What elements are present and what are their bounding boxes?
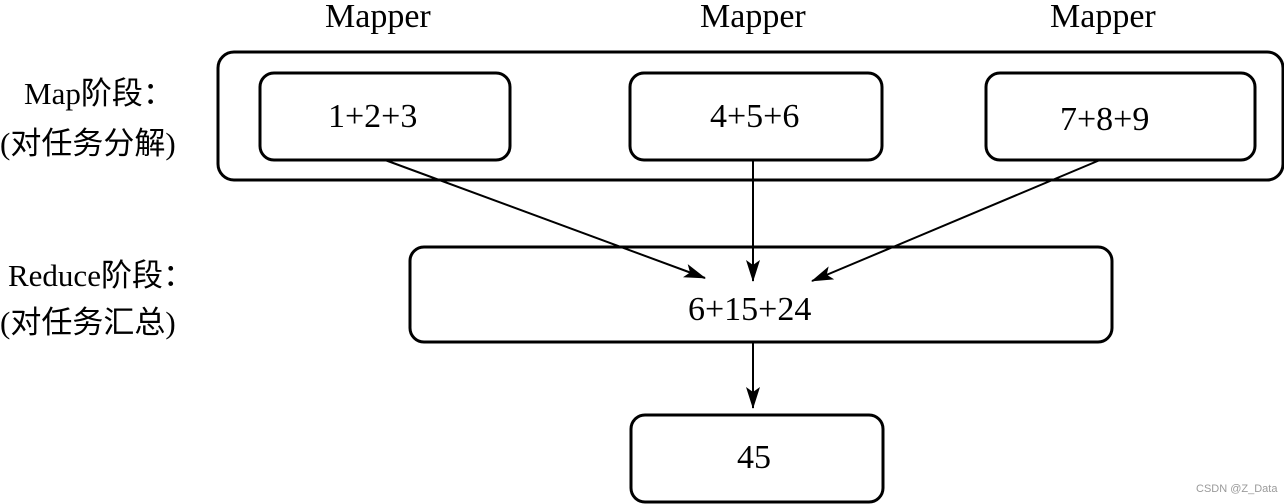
- map-task-2-text: 4+5+6: [710, 98, 800, 135]
- mapper-label-3: Mapper: [1050, 0, 1156, 35]
- arrow-map1-to-reduce: [384, 159, 706, 279]
- map-task-box-3: [984, 71, 1257, 162]
- reduce-stage-label: Reduce阶段：: [8, 258, 194, 293]
- watermark: CSDN @Z_Data: [1196, 483, 1278, 495]
- map-stage-container: [216, 50, 1284, 182]
- map-task-3-text: 7+8+9: [1060, 101, 1150, 138]
- result-text: 45: [737, 439, 771, 476]
- map-stage-label: Map阶段：: [24, 76, 174, 111]
- reduce-task-text: 6+15+24: [688, 291, 812, 328]
- map-task-box-2: [628, 71, 884, 162]
- reduce-stage-description: (对任务汇总): [0, 305, 176, 340]
- result-box: [629, 413, 885, 504]
- map-task-1-text: 1+2+3: [328, 98, 418, 135]
- arrow-map3-to-reduce: [811, 159, 1101, 282]
- mapper-label-2: Mapper: [700, 0, 806, 35]
- mapper-label-1: Mapper: [325, 0, 431, 35]
- map-stage-description: (对任务分解): [0, 126, 176, 161]
- reduce-task-box: [408, 245, 1114, 344]
